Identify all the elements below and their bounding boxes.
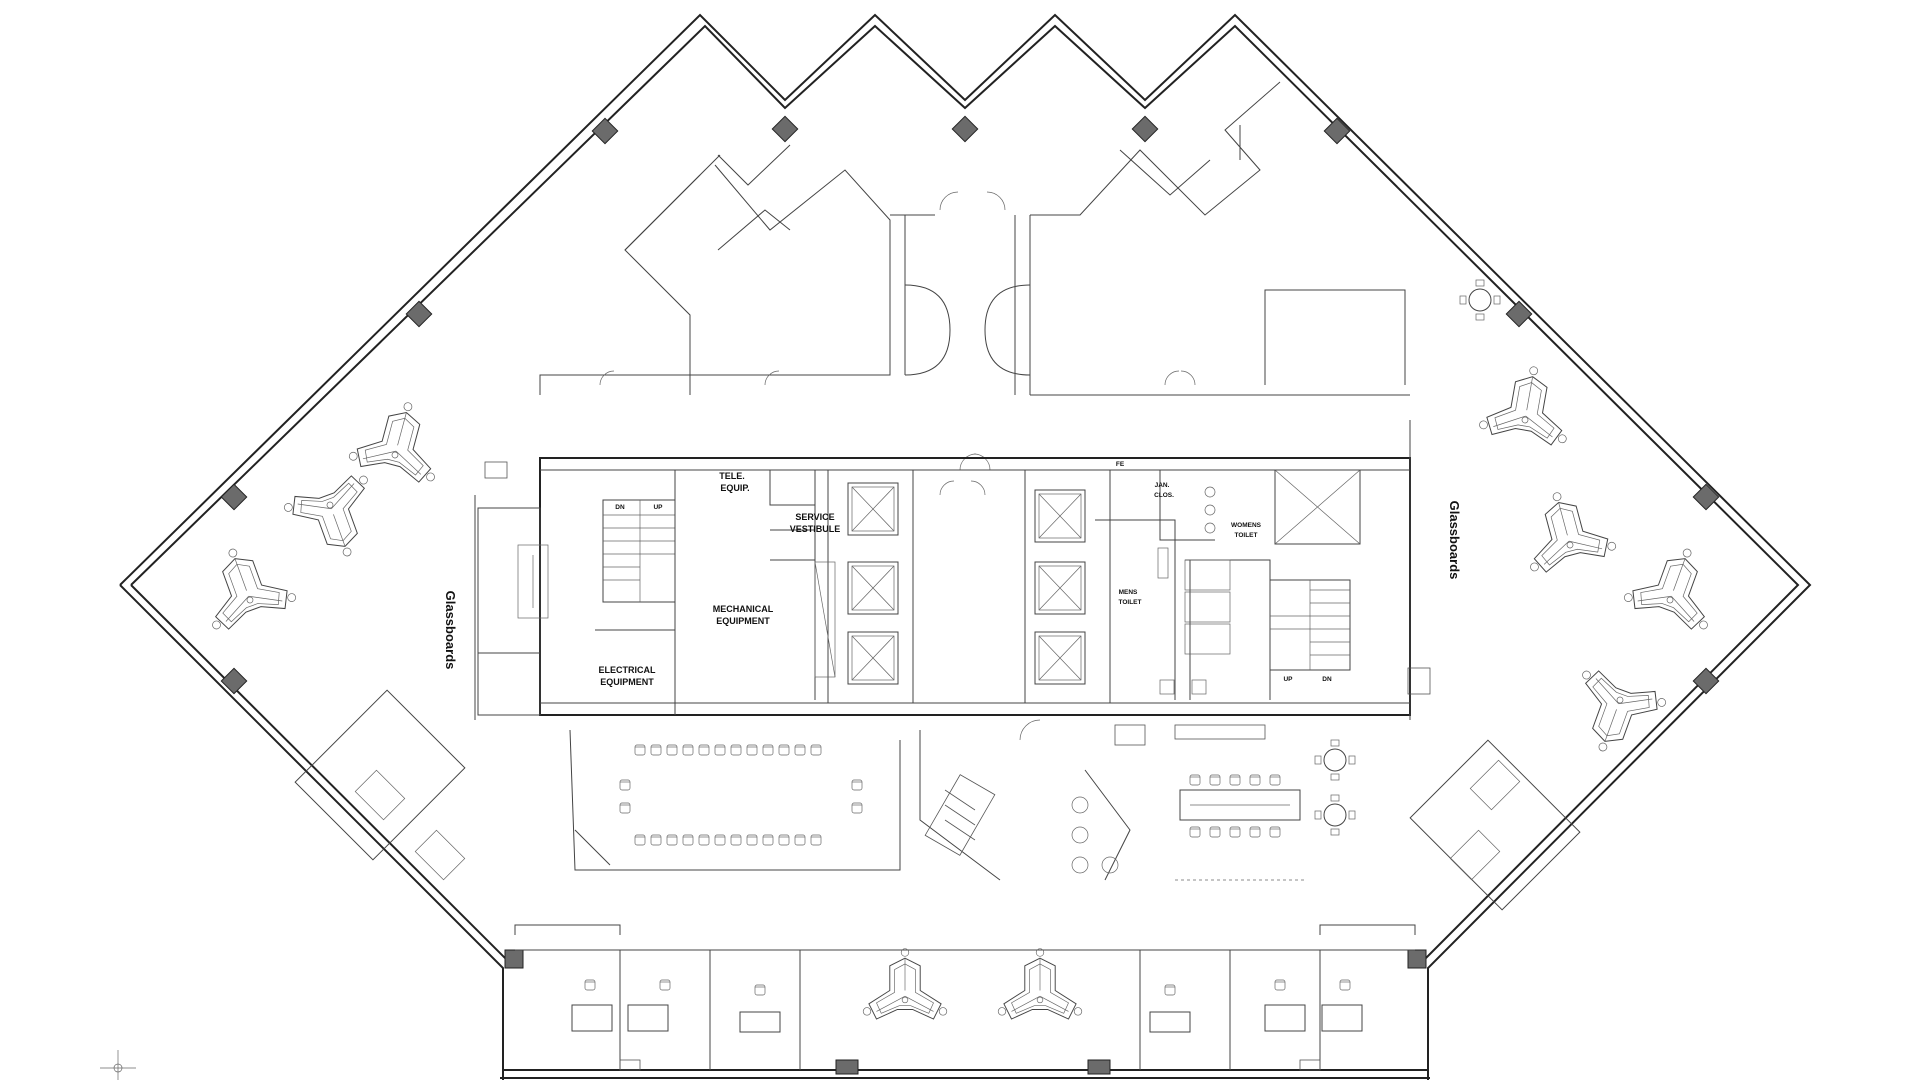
label-tele-equip-2: EQUIP.	[720, 483, 749, 493]
label-womens-toilet-2: TOILET	[1235, 532, 1258, 539]
south-offices	[515, 948, 1415, 1071]
label-service-vestibule: SERVICE	[795, 512, 834, 522]
lobby-stair	[919, 719, 1041, 881]
label-mens-toilet-2: TOILET	[1119, 599, 1142, 606]
label-stair-left-up: UP	[653, 504, 663, 511]
structural-columns	[220, 115, 1720, 1075]
label-mechanical: MECHANICAL	[713, 604, 774, 614]
label-fe-tag: FE	[1116, 461, 1125, 468]
west-workstations	[189, 390, 476, 881]
label-jan-clos: JAN.	[1155, 482, 1170, 489]
building-core	[477, 457, 1431, 716]
label-stair-right-dn: DN	[1322, 676, 1332, 683]
label-service-vestibule-2: VESTIBULE	[790, 524, 841, 534]
exterior-wall	[119, 13, 1812, 1080]
label-jan-clos-2: CLOS.	[1154, 492, 1174, 499]
label-glassboards-left: Glassboards	[443, 591, 458, 670]
label-womens-toilet: WOMENS	[1231, 522, 1262, 529]
label-glassboards-right: Glassboards	[1447, 501, 1462, 580]
label-electrical-2: EQUIPMENT	[600, 677, 654, 687]
east-workstations	[1409, 279, 1731, 911]
label-stair-left-dn: DN	[615, 504, 625, 511]
label-tele-equip: TELE.	[719, 471, 745, 481]
label-stair-right-up: UP	[1283, 676, 1293, 683]
label-mechanical-2: EQUIPMENT	[716, 616, 770, 626]
conference-room	[569, 729, 901, 871]
north-offices	[539, 81, 1410, 471]
label-electrical: ELECTRICAL	[599, 665, 656, 675]
break-area	[1071, 724, 1356, 881]
label-mens-toilet: MENS	[1119, 589, 1138, 596]
origin-marker-icon	[100, 1050, 136, 1080]
